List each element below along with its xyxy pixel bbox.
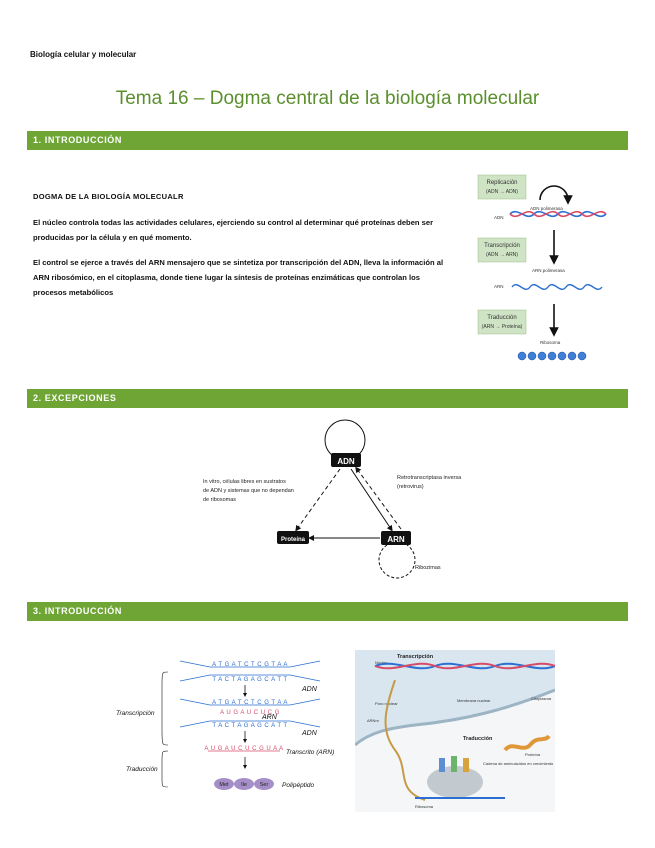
section-heading-introduccion: 1. INTRODUCCIÓN <box>27 131 628 150</box>
translation-bracket <box>162 751 168 787</box>
ribosome-label: Ribosoma <box>415 804 434 809</box>
transcription-box <box>478 238 526 262</box>
translation-label: Traducción <box>126 766 158 773</box>
dna-top-sequence: A T G A T C T C G T A A <box>212 662 288 668</box>
pore-label: Poro nuclear <box>375 701 398 706</box>
transcription-translation-figure: A T G A T C T C G T A A T A C T A G A G … <box>110 655 350 800</box>
protein-label: Proteína <box>525 752 541 757</box>
adn-label-2: ADN <box>301 730 318 737</box>
trna-molecules <box>439 756 469 772</box>
central-dogma-figure: Replicación (ADN → ADN) ADN polimerasa A… <box>470 172 630 372</box>
adn-label: ADN <box>301 686 318 693</box>
amino-acid-chain-label: Cadena de aminoácidos en crecimiento <box>483 761 554 766</box>
replication-loop-arrow <box>540 186 568 200</box>
replication-box <box>478 175 526 199</box>
page-title: Tema 16 – Dogma central de la biología m… <box>0 88 655 110</box>
exceptions-figure: ADN ARN Proteína In vitro, células libre… <box>195 415 465 585</box>
left-note-line-1: In vitro, células libres en sustratos <box>203 479 286 485</box>
membrane-label: Membrana nuclear <box>457 698 491 703</box>
intro-paragraph-1: El núcleo controla todas las actividades… <box>33 215 448 245</box>
translation-box <box>478 310 526 334</box>
protein-chain <box>518 352 586 360</box>
rna-to-dna-arrow <box>357 469 401 529</box>
dna-to-rna-arrow <box>351 469 391 529</box>
document-header: Biología celular y molecular <box>30 50 136 59</box>
amino-acid-ile: Ile <box>241 782 247 788</box>
transcription-sub: (ADN → ARN) <box>486 252 518 258</box>
mrna-sequence: A U G A U C U C G U A A <box>204 746 283 752</box>
dna-open-top-sequence: A T G A T C T C G T A A <box>212 700 288 706</box>
replication-label: Replicación <box>486 180 517 186</box>
dna-open-bottom-sequence: T A C T A G A G C A T T <box>212 723 287 729</box>
transcription-label: Transcripción <box>116 710 155 717</box>
rna-polymerase-label: ARN polimerasa <box>532 268 565 273</box>
section-heading-introduccion-2: 3. INTRODUCCIÓN <box>27 602 628 621</box>
ribosome-label: Ribosoma <box>540 340 561 345</box>
right-note-line-1: Retrotranscriptasa inversa <box>397 475 462 481</box>
replication-sub: (ADN → ADN) <box>486 189 518 195</box>
adn-node-label: ADN <box>337 457 355 466</box>
dna-polymerase-label: ADN polimerasa <box>530 206 563 211</box>
mrna-label: Transcrito (ARN) <box>286 749 334 756</box>
transcription-bracket <box>162 672 168 745</box>
rna-label: ARN <box>494 284 504 289</box>
ribozymes-label: Ribozimas <box>415 565 441 571</box>
amino-acid-ser: Ser <box>260 782 269 788</box>
dna-to-protein-arrow <box>297 469 340 529</box>
section-subheading: DOGMA DE LA BIOLOGÍA MOLECUALR <box>33 192 184 201</box>
dna-helix <box>510 212 606 217</box>
cytoplasm-label: Citoplasma <box>531 696 552 701</box>
section-heading-excepciones: 2. EXCEPCIONES <box>27 389 628 408</box>
arn-node-label: ARN <box>387 535 405 544</box>
amino-acid-met: Met <box>219 782 229 788</box>
right-note-line-2: (retrovirus) <box>397 484 424 490</box>
transcription-title: Transcripción <box>397 654 434 660</box>
dna-label: ADN <box>494 215 504 220</box>
translation-label: Traducción <box>487 315 516 321</box>
transcription-label: Transcripción <box>484 243 520 249</box>
rna-replication-loop <box>379 545 415 578</box>
rna-strand <box>512 285 602 290</box>
dna-bottom-sequence: T A C T A G A G C A T T <box>212 677 287 683</box>
intro-paragraph-2: El control se ejerce a través del ARN me… <box>33 255 448 300</box>
cell-translation-figure: Transcripción Núcleo Poro nuclear Membra… <box>355 650 555 812</box>
protein-node-label: Proteína <box>281 537 306 543</box>
left-note-line-3: de ribosomas <box>203 497 236 503</box>
translation-sub: (ARN → Proteína) <box>482 324 523 330</box>
arn-label: ARN <box>261 714 278 721</box>
mrna-label: ARNm <box>367 718 379 723</box>
polypeptide-label: Polipéptido <box>282 782 315 789</box>
left-note-line-2: de ADN y sistemas que no dependan <box>203 488 294 494</box>
translation-label: Traducción <box>463 736 493 742</box>
